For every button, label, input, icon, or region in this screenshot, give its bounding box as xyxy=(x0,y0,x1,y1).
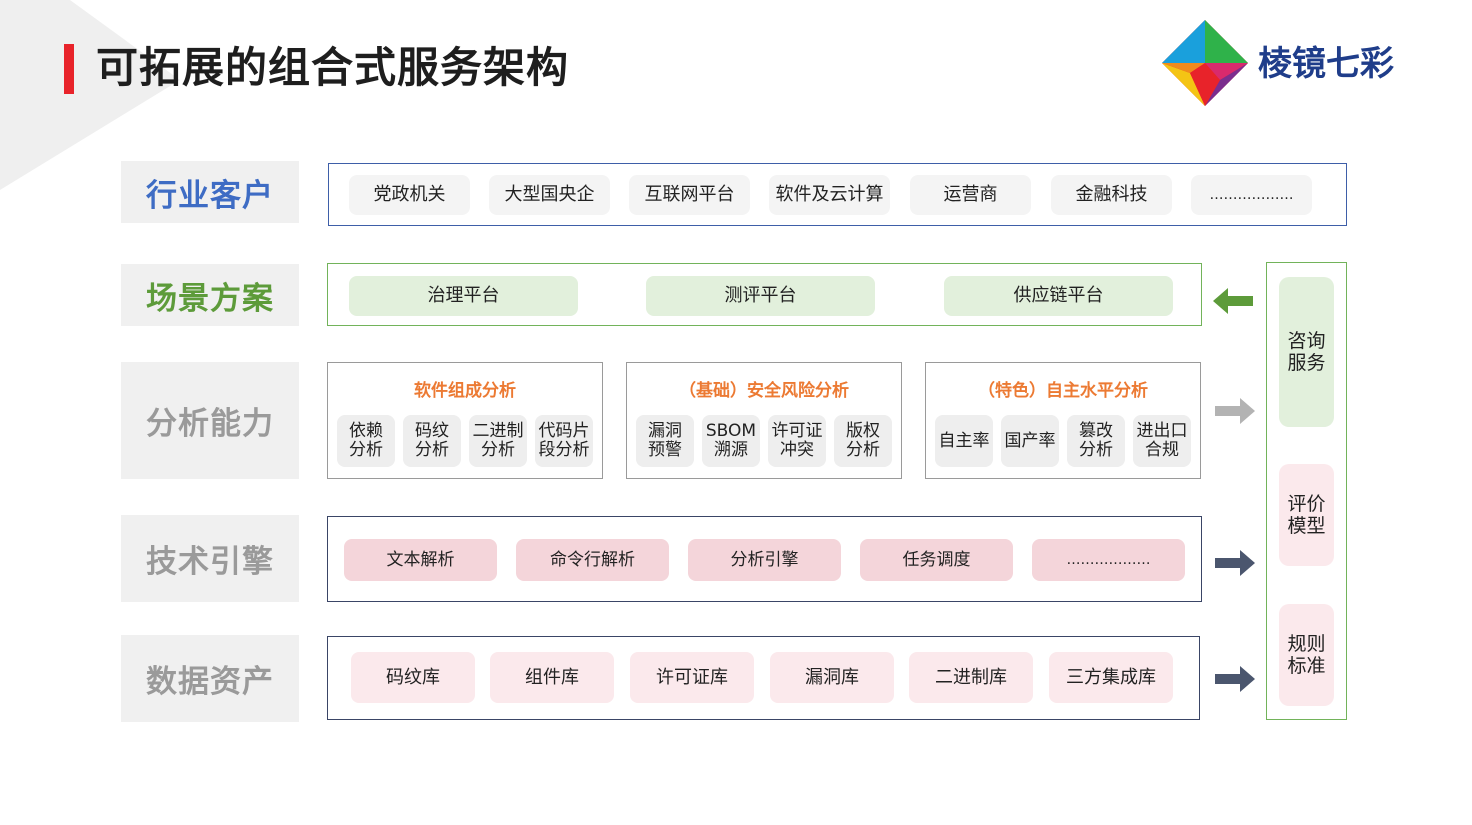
capability-item: 二进制 分析 xyxy=(469,415,527,467)
capability-item: 码纹 分析 xyxy=(403,415,461,467)
side-item-line: 服务 xyxy=(1287,352,1326,374)
capability-item: 篡改 分析 xyxy=(1067,415,1125,467)
capability-item-line: 漏洞 xyxy=(648,421,682,441)
background-corner-decoration xyxy=(0,0,180,190)
title-accent-bar xyxy=(64,44,74,94)
logo-prism-icon xyxy=(1162,20,1248,106)
data-asset-item: 三方集成库 xyxy=(1049,652,1173,703)
engine-item-more: ……………… xyxy=(1032,539,1185,581)
data-asset-item: 组件库 xyxy=(490,652,614,703)
row-label-scenarios: 场景方案 xyxy=(121,264,299,326)
capability-item-line: 进出口 xyxy=(1136,421,1188,441)
capability-item: SBOM 溯源 xyxy=(702,415,760,467)
data-asset-item: 许可证库 xyxy=(630,652,754,703)
engine-item: 任务调度 xyxy=(860,539,1013,581)
customer-item: 党政机关 xyxy=(349,175,470,215)
arrow-right-icon xyxy=(1215,398,1255,424)
row-label-engines: 技术引擎 xyxy=(121,515,299,602)
scenario-item: 测评平台 xyxy=(646,276,875,316)
capability-item: 自主率 xyxy=(935,415,993,467)
capability-item-line: 分析 xyxy=(481,440,515,460)
capability-group-title: 软件组成分析 xyxy=(414,381,516,401)
capability-group-title: （基础）安全风险分析 xyxy=(679,381,849,401)
side-item-line: 咨询 xyxy=(1287,330,1326,352)
capability-item-line: 代码片 xyxy=(538,421,590,441)
data-asset-item: 二进制库 xyxy=(909,652,1033,703)
logo-text: 棱镜七彩 xyxy=(1258,44,1394,84)
side-item-line: 模型 xyxy=(1287,515,1326,537)
capability-item-line: 自主率 xyxy=(938,430,990,451)
capability-item-line: 国产率 xyxy=(1004,430,1056,451)
capability-item: 依赖 分析 xyxy=(337,415,395,467)
capability-item-line: 依赖 xyxy=(349,421,383,441)
capability-item: 许可证 冲突 xyxy=(768,415,826,467)
capability-item: 代码片 段分析 xyxy=(535,415,593,467)
capability-item-line: 分析 xyxy=(349,440,383,460)
capability-item-line: 二进制 xyxy=(472,421,524,441)
data-asset-item: 码纹库 xyxy=(351,652,475,703)
capability-item-line: 预警 xyxy=(648,440,682,460)
engine-item: 文本解析 xyxy=(344,539,497,581)
customer-item: 互联网平台 xyxy=(629,175,750,215)
arrow-right-icon xyxy=(1215,666,1255,692)
side-item-line: 评价 xyxy=(1287,493,1326,515)
data-asset-item: 漏洞库 xyxy=(770,652,894,703)
capability-item-line: SBOM xyxy=(705,421,757,441)
customer-item-more: ……………… xyxy=(1191,175,1312,215)
engine-item: 分析引擎 xyxy=(688,539,841,581)
row-label-data-assets: 数据资产 xyxy=(121,635,299,722)
row-label-customers: 行业客户 xyxy=(121,161,299,223)
scenario-item: 治理平台 xyxy=(349,276,578,316)
capability-item-line: 许可证 xyxy=(771,421,823,441)
page-title: 可拓展的组合式服务架构 xyxy=(96,43,570,92)
capability-item-line: 段分析 xyxy=(538,440,590,460)
customer-item: 大型国央企 xyxy=(489,175,610,215)
customer-item: 金融科技 xyxy=(1051,175,1172,215)
capability-item-line: 分析 xyxy=(1079,440,1113,460)
capability-item-line: 码纹 xyxy=(415,421,449,441)
scenario-item: 供应链平台 xyxy=(944,276,1173,316)
capability-item-line: 合规 xyxy=(1145,440,1179,460)
engine-item: 命令行解析 xyxy=(516,539,669,581)
customer-item: 软件及云计算 xyxy=(769,175,890,215)
capability-item-line: 版权 xyxy=(846,421,880,441)
arrow-left-icon xyxy=(1213,288,1253,314)
side-item-line: 标准 xyxy=(1287,655,1326,677)
side-item-rules: 规则 标准 xyxy=(1279,604,1334,706)
capability-item-line: 分析 xyxy=(846,440,880,460)
arrow-right-icon xyxy=(1215,550,1255,576)
capability-item-line: 冲突 xyxy=(780,440,814,460)
customer-item: 运营商 xyxy=(910,175,1031,215)
capability-item: 国产率 xyxy=(1001,415,1059,467)
capability-group-title: （特色）自主水平分析 xyxy=(978,381,1148,401)
capability-item: 漏洞 预警 xyxy=(636,415,694,467)
row-label-capabilities: 分析能力 xyxy=(121,362,299,479)
side-item-line: 规则 xyxy=(1287,633,1326,655)
side-item-consulting: 咨询 服务 xyxy=(1279,277,1334,427)
capability-item: 版权 分析 xyxy=(834,415,892,467)
capability-item-line: 溯源 xyxy=(714,440,748,460)
capability-item: 进出口 合规 xyxy=(1133,415,1191,467)
side-item-evaluation: 评价 模型 xyxy=(1279,464,1334,566)
capability-item-line: 分析 xyxy=(415,440,449,460)
capability-item-line: 篡改 xyxy=(1079,421,1113,441)
